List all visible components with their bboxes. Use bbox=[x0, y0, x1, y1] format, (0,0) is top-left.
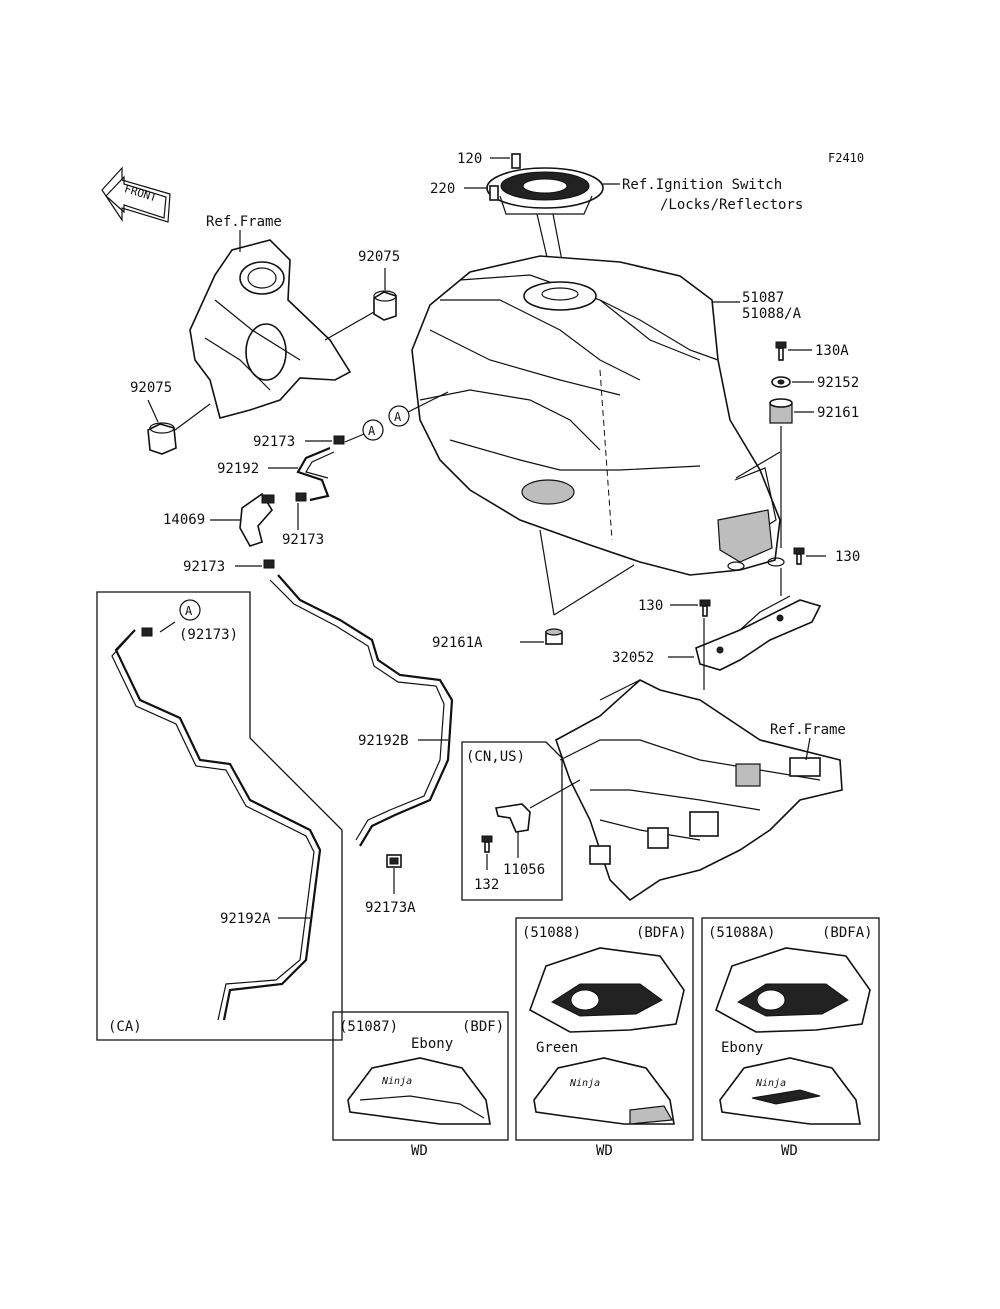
label-130A: 130A bbox=[815, 343, 849, 359]
label-130-mid: 130 bbox=[638, 598, 663, 614]
variant-51087-color: Ebony bbox=[411, 1036, 453, 1052]
variant-box-51087 bbox=[332, 1011, 509, 1141]
figure-code: F2410 bbox=[828, 151, 864, 165]
label-92192B: 92192B bbox=[358, 733, 409, 749]
damper-92161 bbox=[769, 398, 793, 424]
bracket-32052 bbox=[695, 595, 822, 671]
variant-51088A-code: (BDFA) bbox=[822, 925, 873, 941]
tank-thumbnail-51087: Ninja bbox=[347, 1057, 491, 1125]
svg-text:A: A bbox=[368, 424, 376, 438]
label-92075-top: 92075 bbox=[358, 249, 400, 265]
variant-51088A-color: Ebony bbox=[721, 1040, 763, 1056]
label-51087: 51087 bbox=[742, 290, 784, 306]
label-ca: (CA) bbox=[108, 1019, 142, 1035]
tank-top-thumbnail-51088 bbox=[529, 947, 685, 1033]
front-arrow-icon: FRONT bbox=[101, 166, 171, 223]
variant-51088-wd: WD bbox=[596, 1143, 613, 1159]
circle-a-3: A bbox=[179, 599, 201, 621]
bolt-130-right bbox=[793, 547, 805, 565]
label-cn-us: (CN,US) bbox=[466, 749, 525, 765]
label-14069: 14069 bbox=[163, 512, 205, 528]
hose-92192A bbox=[114, 629, 322, 1021]
variant-51088A-part: (51088A) bbox=[708, 925, 775, 941]
label-92173A: 92173A bbox=[365, 900, 416, 916]
variant-box-51088A bbox=[701, 917, 880, 1141]
variant-box-51088 bbox=[515, 917, 694, 1141]
label-92161: 92161 bbox=[817, 405, 859, 421]
variant-51088A-wd: WD bbox=[781, 1143, 798, 1159]
label-120: 120 bbox=[457, 151, 482, 167]
label-92192A: 92192A bbox=[220, 911, 271, 927]
label-11056: 11056 bbox=[503, 862, 545, 878]
ca-box bbox=[96, 591, 343, 1041]
label-92075-left: 92075 bbox=[130, 380, 172, 396]
frame-head bbox=[189, 239, 352, 419]
front-arrow-label: FRONT bbox=[123, 182, 159, 204]
bracket-11056 bbox=[495, 803, 531, 833]
tank-thumbnail-51088: Ninja bbox=[533, 1057, 675, 1125]
label-92173-paren: (92173) bbox=[179, 627, 238, 643]
label-130-right: 130 bbox=[835, 549, 860, 565]
svg-text:A: A bbox=[394, 410, 402, 424]
svg-text:Ninja: Ninja bbox=[381, 1076, 412, 1087]
variant-51088-color: Green bbox=[536, 1040, 578, 1056]
damper-92161A bbox=[545, 628, 563, 645]
hose-92192 bbox=[296, 446, 331, 502]
label-220: 220 bbox=[430, 181, 455, 197]
hose-92192B bbox=[277, 574, 454, 847]
variant-51087-part: (51087) bbox=[339, 1019, 398, 1035]
label-51088-a: 51088/A bbox=[742, 306, 802, 322]
circle-a-2: A bbox=[388, 405, 410, 427]
label-ref-frame-right: Ref.Frame bbox=[770, 722, 846, 738]
fuel-tank bbox=[411, 255, 785, 576]
bolt-130A bbox=[775, 341, 787, 361]
label-92161A: 92161A bbox=[432, 635, 483, 651]
circle-a-1: A bbox=[362, 419, 384, 441]
damper-92075-top bbox=[373, 290, 397, 321]
tube-14069 bbox=[239, 492, 307, 547]
rear-frame bbox=[555, 679, 843, 902]
damper-92075-left bbox=[147, 422, 177, 455]
label-locks-reflectors: /Locks/Reflectors bbox=[660, 197, 803, 213]
variant-51088-part: (51088) bbox=[522, 925, 581, 941]
label-32052: 32052 bbox=[612, 650, 654, 666]
label-132: 132 bbox=[474, 877, 499, 893]
svg-text:Ninja: Ninja bbox=[569, 1078, 600, 1089]
bolt-130-mid bbox=[699, 599, 711, 617]
variant-51087-code: (BDF) bbox=[462, 1019, 504, 1035]
label-ref-frame-top: Ref.Frame bbox=[206, 214, 282, 230]
svg-text:Ninja: Ninja bbox=[755, 1078, 786, 1089]
label-ref-ignition-switch: Ref.Ignition Switch bbox=[622, 177, 782, 193]
label-92192: 92192 bbox=[217, 461, 259, 477]
label-92173-b: 92173 bbox=[282, 532, 324, 548]
label-92173-a: 92173 bbox=[253, 434, 295, 450]
cn-us-box bbox=[461, 741, 563, 901]
variant-51088-code: (BDFA) bbox=[636, 925, 687, 941]
svg-text:A: A bbox=[185, 604, 193, 618]
collar-92152 bbox=[771, 376, 791, 388]
variant-51087-wd: WD bbox=[411, 1143, 428, 1159]
tank-top-thumbnail-51088A bbox=[715, 947, 871, 1033]
label-92152: 92152 bbox=[817, 375, 859, 391]
label-92173-c: 92173 bbox=[183, 559, 225, 575]
bolt-132 bbox=[481, 835, 493, 853]
clip-92173A bbox=[386, 854, 402, 868]
tank-thumbnail-51088A: Ninja bbox=[719, 1057, 861, 1125]
